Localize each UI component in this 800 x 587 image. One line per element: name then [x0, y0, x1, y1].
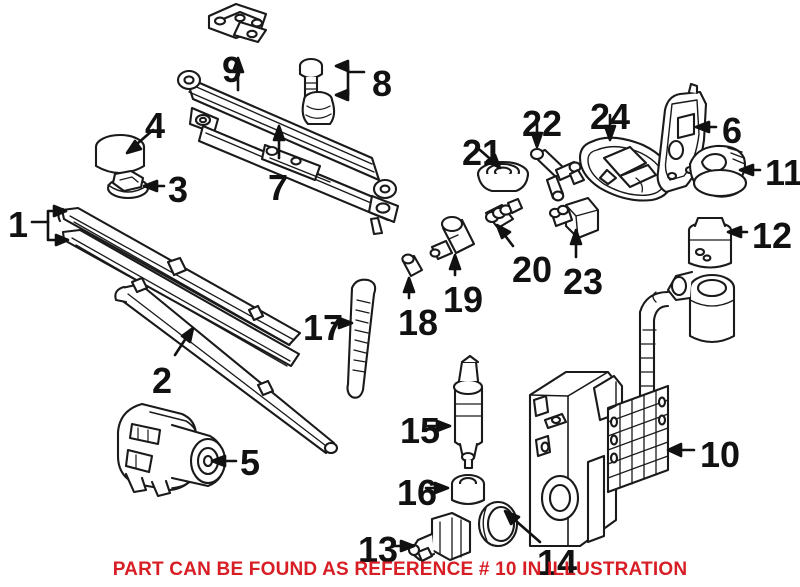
callout-8[interactable]: 8 [372, 63, 393, 104]
part-connector-block [548, 196, 600, 240]
part-washer-pump [452, 354, 484, 470]
callout-21[interactable]: 21 [462, 132, 503, 173]
part-washer-reservoir [528, 370, 670, 548]
part-stepped-bushing [476, 160, 530, 193]
callout-1[interactable]: 1 [8, 204, 29, 245]
callout-10[interactable]: 10 [700, 434, 741, 475]
part-nut-cover-cap [94, 133, 146, 175]
callout-9[interactable]: 9 [222, 49, 243, 90]
callout-17[interactable]: 17 [303, 307, 344, 348]
part-pump-grommet [450, 473, 486, 506]
part-nozzle-grommet [688, 144, 748, 198]
callout-11[interactable]: 11 [765, 152, 800, 193]
callout-24[interactable]: 24 [590, 96, 631, 137]
callout-19[interactable]: 19 [443, 279, 484, 320]
callout-7[interactable]: 7 [268, 167, 289, 208]
part-filler-cap [687, 216, 733, 269]
callout-12[interactable]: 12 [752, 215, 793, 256]
callout-15[interactable]: 15 [400, 410, 441, 451]
callout-16[interactable]: 16 [397, 472, 438, 513]
callout-22[interactable]: 22 [522, 103, 563, 144]
part-linkage-bushing [301, 90, 336, 126]
part-filler-neck-hose [638, 270, 736, 400]
callout-23[interactable]: 23 [563, 261, 604, 302]
part-ribbed-fitting [484, 197, 524, 230]
callout-2[interactable]: 2 [152, 360, 173, 401]
callout-13[interactable]: 13 [358, 529, 399, 570]
part-connecting-link [207, 2, 268, 44]
reference-note: PART CAN BE FOUND AS REFERENCE # 10 IN I… [112, 559, 688, 580]
callout-3[interactable]: 3 [168, 169, 189, 210]
callout-18[interactable]: 18 [398, 302, 439, 343]
part-nozzle-module [568, 136, 674, 202]
part-level-sensor [407, 511, 472, 563]
callout-4[interactable]: 4 [145, 105, 166, 146]
callout-6[interactable]: 6 [722, 110, 743, 151]
part-wiper-arm [114, 276, 339, 455]
part-wiper-arm-nut [106, 169, 150, 200]
callout-14[interactable]: 14 [537, 542, 578, 583]
part-washer-nozzle [429, 215, 476, 261]
part-hose-connector [401, 253, 424, 278]
callout-20[interactable]: 20 [512, 249, 553, 290]
part-wiper-blades [57, 206, 302, 368]
callout-5[interactable]: 5 [240, 442, 261, 483]
part-wiper-motor [116, 402, 227, 498]
part-hose-clip [346, 278, 377, 399]
part-wiper-linkage [176, 69, 400, 236]
